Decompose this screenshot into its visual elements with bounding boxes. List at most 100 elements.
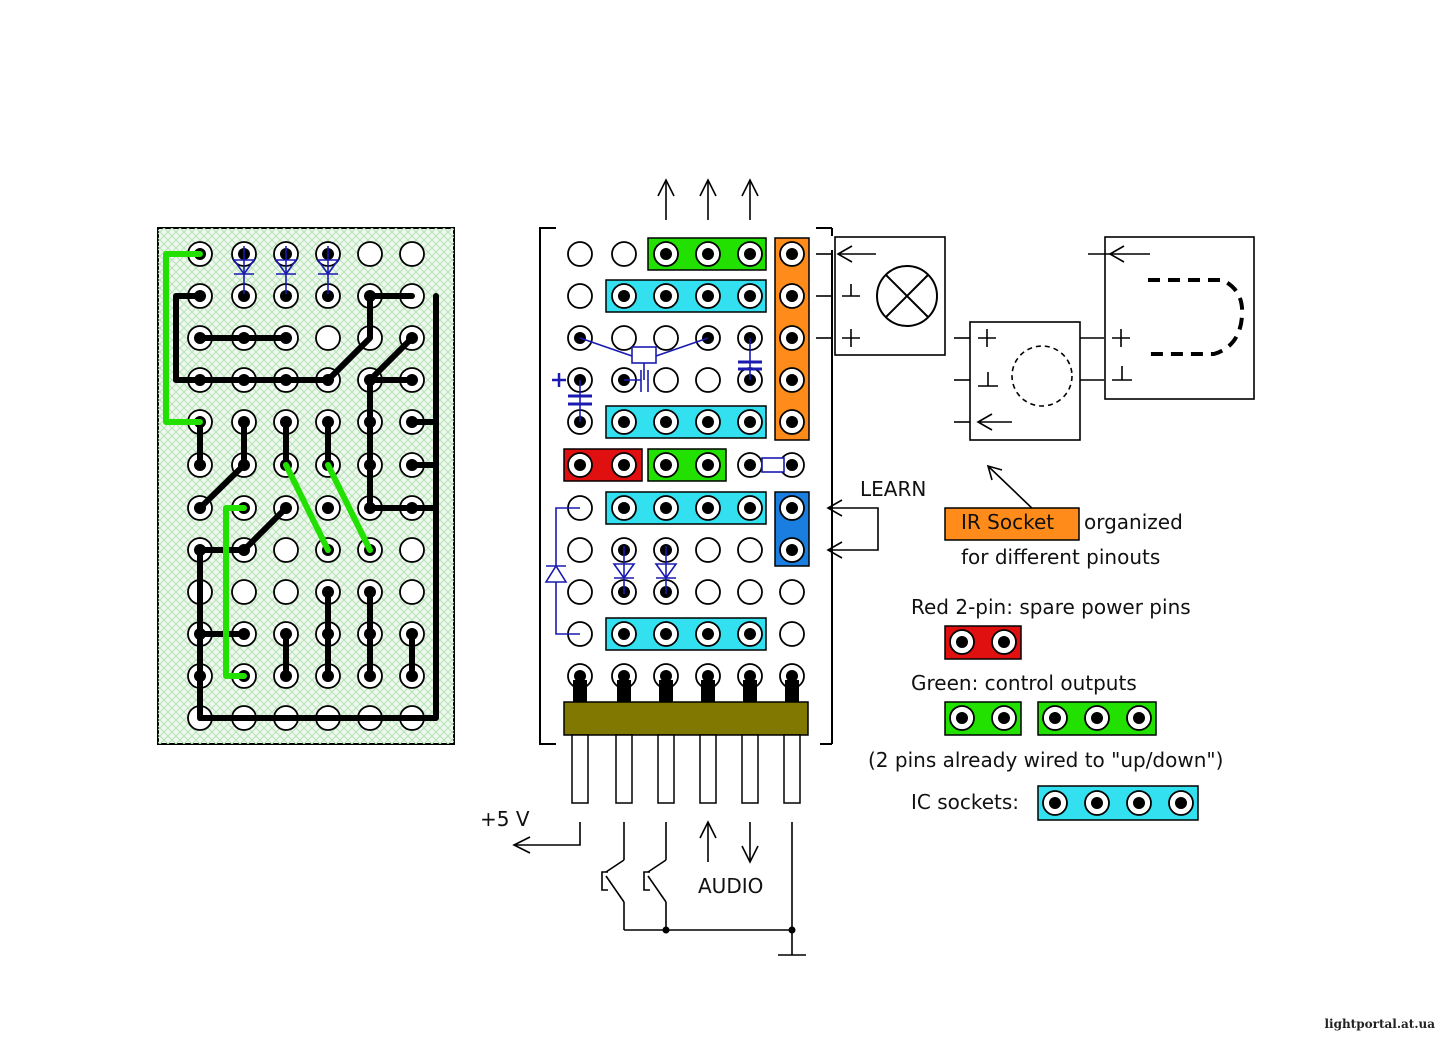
solder-pad: [618, 502, 630, 514]
board-hole: [273, 537, 299, 563]
board-hole: [695, 579, 721, 605]
solder-pad: [744, 248, 756, 260]
pin-connector: [563, 680, 809, 804]
connector-leg: [571, 734, 589, 804]
solder-pad: [744, 459, 756, 471]
solder-pad: [786, 459, 798, 471]
copper-traces: [173, 293, 439, 721]
pushbutton-icon: [643, 822, 667, 930]
ir-socket-swatch: [944, 507, 1080, 541]
solder-pad: [618, 459, 630, 471]
solder-pad: [618, 290, 630, 302]
connector-pin: [701, 680, 715, 704]
organized-label: organized: [1084, 510, 1183, 534]
board-hole: [779, 579, 805, 605]
ir-pinout-b: [954, 321, 1104, 441]
solder-pad: [956, 712, 968, 724]
stripboard-top-view: [512, 178, 879, 956]
solder-pad: [574, 459, 586, 471]
solder-pad: [238, 290, 250, 302]
diode-icon: [612, 546, 678, 594]
board-hole: [357, 241, 383, 267]
board-hole: [737, 579, 763, 605]
diode-icon: [544, 507, 580, 635]
solder-pad: [702, 290, 714, 302]
board-hole: [653, 367, 679, 393]
connector-leg: [783, 734, 801, 804]
solder-pad: [786, 374, 798, 386]
learn-label: LEARN: [860, 477, 927, 501]
connector-leg: [657, 734, 675, 804]
connector-leg: [615, 734, 633, 804]
connector-pin: [617, 680, 631, 704]
solder-pad: [786, 332, 798, 344]
solder-pad: [786, 416, 798, 428]
solder-pad: [322, 290, 334, 302]
capacitor-icon: [624, 370, 649, 392]
solder-pad: [660, 670, 672, 682]
solder-pad: [702, 502, 714, 514]
solder-pad: [744, 502, 756, 514]
solder-pad: [660, 290, 672, 302]
ir-pinout-a: [834, 236, 946, 356]
board-hole: [567, 579, 593, 605]
board-hole: [567, 283, 593, 309]
ir-pinout-c: [1088, 236, 1255, 400]
jumper-wires: [163, 251, 373, 679]
bottom-wiring: [512, 820, 806, 956]
lamp-icon: [876, 265, 938, 327]
board-hole: [611, 325, 637, 351]
board-hole: [737, 537, 763, 563]
solder-pad: [786, 544, 798, 556]
board-hole: [231, 579, 257, 605]
solder-pad: [618, 628, 630, 640]
solder-pad: [1133, 797, 1145, 809]
solder-pad: [1133, 712, 1145, 724]
board-hole: [399, 537, 425, 563]
solder-pad: [280, 290, 292, 302]
solder-pad: [702, 459, 714, 471]
connector-leg: [741, 734, 759, 804]
ir-receiver-icon: [1011, 345, 1073, 407]
solder-pad: [998, 712, 1010, 724]
headers: [563, 237, 810, 651]
stripboard-bottom-view: [157, 227, 455, 745]
connector-pin: [743, 680, 757, 704]
board-hole: [399, 579, 425, 605]
audio-label: AUDIO: [698, 874, 764, 898]
solder-pad: [660, 416, 672, 428]
board-hole: [611, 241, 637, 267]
solder-pad: [660, 502, 672, 514]
solder-pad: [1049, 797, 1061, 809]
solder-pad: [786, 290, 798, 302]
board-hole: [567, 241, 593, 267]
solder-pad: [1049, 712, 1061, 724]
connector-leg: [699, 734, 717, 804]
solder-pad: [1091, 712, 1103, 724]
solder-pad: [1091, 797, 1103, 809]
solder-pad: [786, 502, 798, 514]
solder-pad: [702, 416, 714, 428]
solder-pad: [660, 248, 672, 260]
solder-pad: [744, 628, 756, 640]
board-hole: [315, 325, 341, 351]
connector-pin: [573, 680, 587, 704]
connector-pin: [785, 680, 799, 704]
solder-pad: [660, 628, 672, 640]
solder-pad: [702, 670, 714, 682]
solder-pad: [1175, 797, 1187, 809]
solder-pad: [660, 459, 672, 471]
solder-pad: [998, 636, 1010, 648]
ir-socket-label: IR Socket: [961, 510, 1055, 534]
solder-pad: [956, 636, 968, 648]
plus5v-label: +5 V: [480, 807, 530, 831]
board-hole: [779, 621, 805, 647]
board-hole: [567, 537, 593, 563]
red-description: Red 2-pin: spare power pins: [911, 595, 1191, 619]
board-hole: [653, 325, 679, 351]
solder-pad: [618, 416, 630, 428]
solder-pad: [786, 670, 798, 682]
solder-pad: [744, 290, 756, 302]
board-hole: [399, 241, 425, 267]
